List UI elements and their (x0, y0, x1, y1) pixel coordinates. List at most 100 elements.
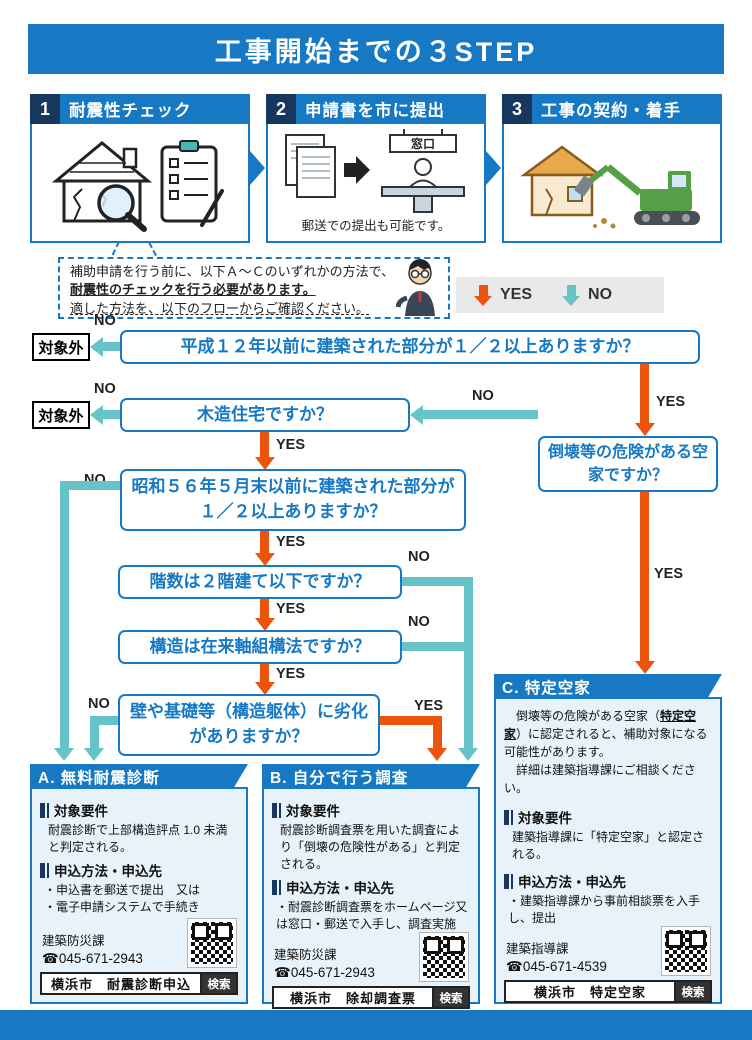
q1-no-label: NO (94, 313, 116, 329)
card-b-phone: ☎045-671-2943 (274, 965, 375, 981)
section-bar-icon (504, 809, 509, 825)
question-structural-deterioration: 壁や基礎等（構造躯体）に劣化がありますか？ (118, 694, 380, 756)
card-a-apply-heading: 申込方法・申込先 (40, 860, 238, 880)
step-1-title: 耐震性チェック (60, 94, 250, 124)
card-c-title: C. 特定空家 (494, 674, 722, 699)
arrow-q1-yes (640, 364, 649, 424)
yes-arrow-icon (474, 284, 492, 306)
q6-yes-label: YES (414, 698, 444, 714)
card-c-search-box: 横浜市 特定空家 検索 (504, 980, 712, 1004)
q4-no-label: NO (408, 549, 430, 565)
page-title-bar: 工事開始までの３STEP (28, 24, 724, 74)
arrow-q6-yes-h (380, 716, 442, 725)
question-dangerous-vacant-house: 倒壊等の危険がある空家ですか？ (538, 436, 718, 492)
card-c-requirements-text: 建築指導課に「特定空家」と認定される。 (512, 830, 705, 862)
card-b-apply-heading: 申込方法・申込先 (272, 877, 470, 897)
q5-no-label: NO (408, 614, 430, 630)
card-specified-vacant-house: C. 特定空家 倒壊等の危険がある空家（特定空家）に認定されると、補助対象になる… (494, 674, 722, 1004)
section-bar-icon (511, 873, 513, 889)
q3-yes-label: YES (276, 534, 306, 550)
arrow-q3-yes-head-icon (255, 553, 275, 566)
q4-yes-label: YES (276, 601, 306, 617)
page-title: 工事開始までの３STEP (214, 36, 538, 67)
card-b-search-keywords: 横浜市 除却調査票 (289, 991, 416, 1007)
arrow-q6-no-v (90, 716, 99, 748)
arrow-q5-yes-head-icon (255, 682, 275, 695)
card-b-search-box: 横浜市 除却調査票 検索 (272, 986, 470, 1010)
madoguchi-sign-label: 窓口 (411, 136, 435, 151)
arrow-q5-no-h (402, 642, 464, 651)
card-a-search-button: 検索 (200, 974, 236, 993)
no-arrow-icon (562, 284, 581, 306)
step-3-body (502, 124, 722, 243)
step-3-number: 3 (502, 94, 532, 124)
out-of-scope-box-2: 対象外 (32, 401, 90, 429)
section-bar-icon (47, 802, 49, 818)
arrow-vacant-yes-head-icon (635, 661, 655, 674)
step-1-box: 1 耐震性チェック (30, 94, 250, 243)
arrow-q3-no-h (60, 481, 120, 490)
arrow-q4-yes-head-icon (255, 618, 275, 631)
step-2-number: 2 (266, 94, 296, 124)
vacant-no-label: NO (472, 388, 494, 404)
card-c-qr-code (662, 927, 710, 976)
step-2-box: 2 申請書を市に提出 窓口 (266, 94, 486, 243)
q5-yes-label: YES (276, 666, 306, 682)
advisor-person-icon (396, 259, 435, 316)
step-arrow-2-icon (486, 151, 501, 185)
arrow-q2-yes-head-icon (255, 457, 275, 470)
card-a-search-box: 横浜市 耐震診断申込 検索 (40, 972, 238, 995)
step-2-header: 2 申請書を市に提出 (266, 94, 486, 124)
arrow-vacant-no (423, 410, 538, 419)
step-2-title: 申請書を市に提出 (296, 94, 486, 124)
question-two-stories-or-less: 階数は２階建て以下ですか？ (118, 565, 402, 599)
q2-yes-label: YES (276, 437, 306, 453)
arrow-q1-no (103, 342, 120, 351)
q1-yes-label: YES (656, 394, 686, 410)
vacant-yes-label: YES (654, 566, 684, 582)
card-b-requirements-heading: 対象要件 (272, 800, 470, 820)
card-a-apply-line-1: ・申込書を郵送で提出 又は (44, 883, 201, 898)
legend-box: YES NO (456, 277, 664, 313)
card-c-requirements-heading: 対象要件 (504, 807, 712, 827)
arrow-q2-yes (260, 432, 269, 458)
arrow-q1-yes-head-icon (635, 423, 655, 436)
arrow-q6-no-head-icon (84, 748, 104, 761)
question-built-before-h12: 平成１２年以前に建築された部分が１／２以上ありますか？ (120, 330, 700, 364)
section-bar-icon (47, 862, 49, 878)
step-3-header: 3 工事の契約・着手 (502, 94, 722, 124)
step-1-header: 1 耐震性チェック (30, 94, 250, 124)
card-b-title: B. 自分で行う調査 (262, 764, 480, 789)
section-bar-icon (40, 802, 45, 818)
card-b-qr-code (420, 933, 468, 982)
arrow-q6-yes-v (433, 716, 442, 748)
step-arrow-1-icon (250, 151, 265, 185)
question-built-before-s56: 昭和５６年５月末以前に建築された部分が１／２以上ありますか？ (120, 469, 466, 531)
step-3-box: 3 工事の契約・着手 (502, 94, 722, 243)
card-b-search-button: 検索 (432, 988, 468, 1008)
card-a-search-keywords: 横浜市 耐震診断申込 (50, 977, 191, 992)
arrow-q4-no-head-icon (458, 748, 478, 761)
arrow-q5-yes (260, 664, 269, 683)
arrow-q3-no-v (60, 481, 69, 749)
arrow-vacant-yes (640, 492, 649, 662)
arrow-vacant-no-head-icon (410, 405, 423, 425)
card-c-intro: 倒壊等の危険がある空家（特定空家）に認定されると、補助対象になる可能性があります… (504, 709, 708, 795)
arrow-q3-yes (260, 531, 269, 554)
step-2-caption: 郵送での提出も可能です。 (301, 218, 451, 233)
card-free-diagnosis: A. 無料耐震診断 対象要件 耐震診断で上部構造評点 1.0 未満と判定される。… (30, 764, 248, 1004)
demolition-illustration-icon (520, 144, 700, 228)
section-bar-icon (511, 809, 513, 825)
section-bar-icon (504, 873, 509, 889)
question-wooden-house: 木造住宅ですか？ (120, 398, 410, 432)
q6-no-label: NO (88, 696, 110, 712)
arrow-q6-yes-head-icon (427, 748, 447, 761)
section-bar-icon (279, 879, 281, 895)
out-of-scope-box-1: 対象外 (32, 333, 90, 361)
arrow-q4-no-h (402, 577, 473, 586)
note-line-2: 耐震性のチェックを行う必要があります。 (70, 282, 316, 298)
card-c-body: 倒壊等の危険がある空家（特定空家）に認定されると、補助対象になる可能性があります… (494, 697, 722, 1004)
legend-yes-label: YES (500, 286, 533, 303)
card-a-apply-line-2: ・電子申請システムで手続き (44, 900, 200, 915)
arrow-q2-no-head-icon (90, 405, 103, 425)
